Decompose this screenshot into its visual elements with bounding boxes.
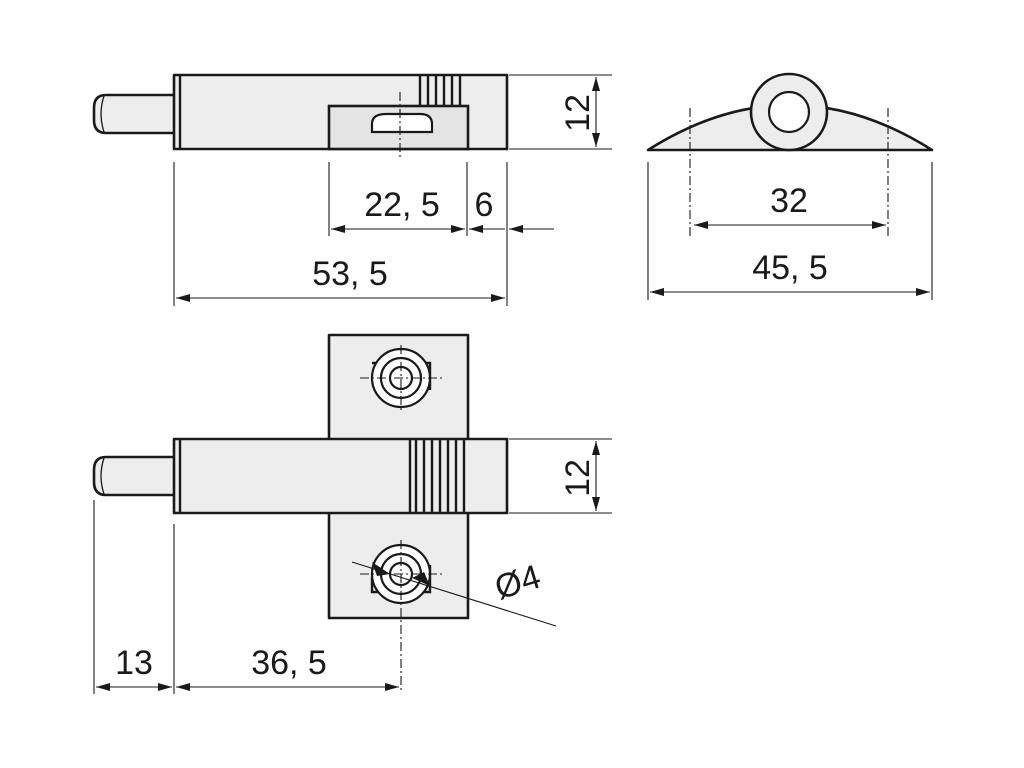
slot <box>370 112 434 134</box>
front-view: 12 Ø4 13 36, 5 <box>92 333 612 694</box>
top-slot-width-label: 22, 5 <box>364 186 440 224</box>
front-grooves <box>414 439 466 513</box>
front-height-label: 12 <box>559 459 597 497</box>
end-hole-spacing-label: 32 <box>770 182 808 220</box>
top-overall-length-label: 53, 5 <box>312 255 388 293</box>
lower-screw-hole <box>360 540 442 690</box>
end-view: 32 45, 5 <box>646 72 934 300</box>
upper-screw-hole <box>360 345 442 412</box>
front-plunger <box>92 455 178 497</box>
plunger <box>92 93 178 135</box>
top-view: 12 22, 5 6 53, 5 <box>92 73 612 306</box>
top-height-label: 12 <box>559 94 597 132</box>
diameter-label: Ø4 <box>491 558 545 608</box>
grooves <box>418 75 462 106</box>
hole-offset-label: 36, 5 <box>251 644 327 682</box>
top-end-width-label: 6 <box>475 186 494 224</box>
front-damper-body <box>172 437 509 515</box>
end-overall-width-label: 45, 5 <box>752 249 828 287</box>
plunger-length-label: 13 <box>115 644 153 682</box>
